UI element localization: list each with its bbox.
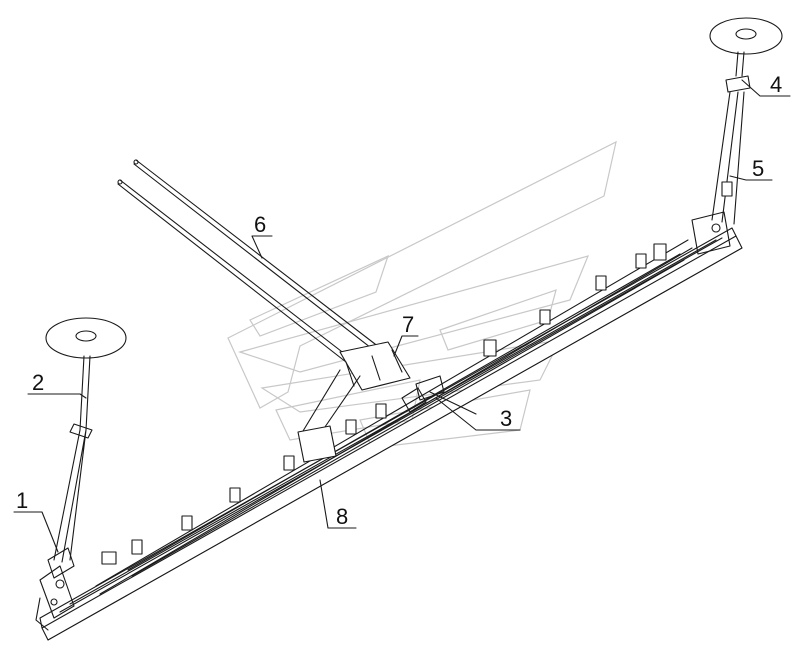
leader-4 [741, 79, 791, 97]
leader-1 [13, 511, 59, 553]
left-marker-disc [45, 317, 127, 359]
left-marker-assembly [35, 317, 127, 631]
right-marker-disc [709, 17, 783, 55]
leader-3 [435, 397, 521, 431]
callout-6: 6 [254, 212, 266, 237]
callout-1: 1 [16, 488, 28, 513]
leader-5 [729, 175, 773, 181]
leader-lines [13, 79, 791, 553]
leader-2 [27, 393, 87, 399]
leader-7 [393, 335, 419, 357]
callout-7: 7 [402, 312, 414, 337]
callout-8: 8 [336, 504, 348, 529]
callout-4: 4 [770, 72, 782, 97]
callout-5: 5 [752, 156, 764, 181]
main-frame-beam [39, 227, 743, 641]
central-hitch [117, 159, 477, 463]
seed-pipe-rail [95, 239, 693, 595]
leader-6 [251, 235, 273, 259]
callout-2: 2 [32, 370, 44, 395]
callout-labels: 1 2 3 4 5 6 7 8 [16, 72, 782, 529]
leader-8 [319, 479, 357, 529]
callout-3: 3 [500, 406, 512, 431]
right-marker-assembly [691, 17, 783, 255]
